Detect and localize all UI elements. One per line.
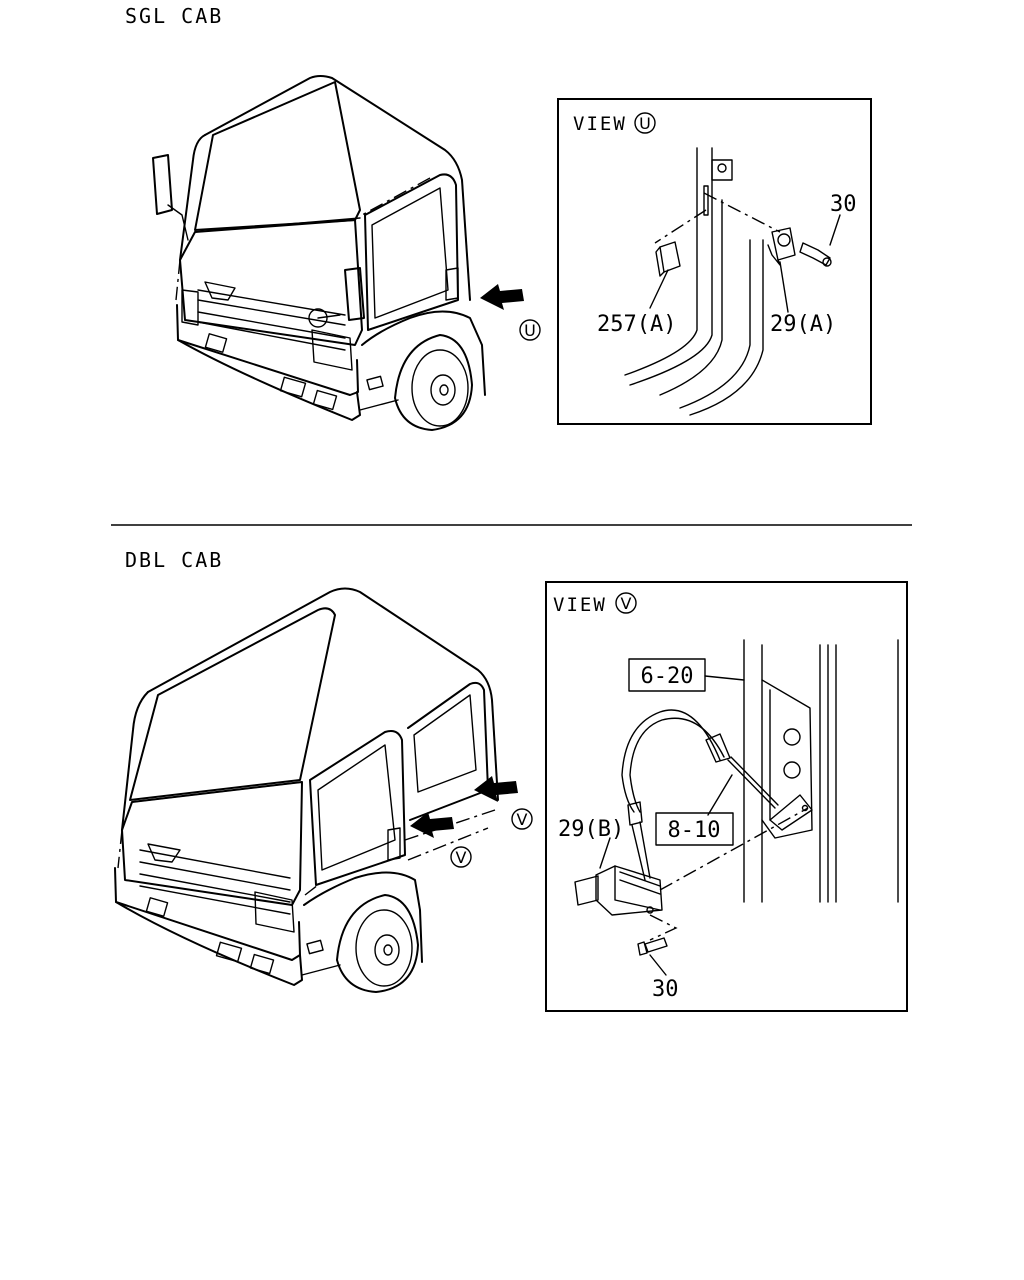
part-label-29b: 29(B): [558, 817, 624, 842]
sgl-view-detail-box: VIEW U: [557, 98, 872, 425]
dbl-cab-truck-illustration: [114, 587, 499, 993]
sgl-view-mark: U: [639, 114, 651, 133]
part-label-6-20: 6-20: [641, 664, 694, 689]
part-label-30-dbl: 30: [652, 977, 679, 1002]
dbl-view-detail-box: VIEW V: [545, 581, 908, 1012]
part-label-257a: 257(A): [597, 312, 676, 337]
dbl-view-mark: V: [621, 594, 632, 613]
dbl-cab-title: DBL CAB: [125, 548, 224, 572]
dbl-arrow-mark-2: V: [517, 810, 528, 829]
part-label-8-10: 8-10: [668, 818, 721, 843]
dbl-view-arrows: V V: [410, 776, 533, 868]
dbl-view-label: VIEW: [553, 594, 607, 616]
sgl-arrow-mark: U: [524, 321, 536, 340]
part-label-29a: 29(A): [770, 312, 836, 337]
dbl-arrow-mark-1: V: [456, 848, 467, 867]
sgl-cab-truck-illustration: [152, 75, 486, 431]
sgl-cab-title: SGL CAB: [125, 4, 224, 28]
sgl-view-arrow: U: [480, 284, 541, 341]
part-label-30-sgl: 30: [830, 192, 857, 217]
sgl-view-label: VIEW: [573, 113, 627, 135]
